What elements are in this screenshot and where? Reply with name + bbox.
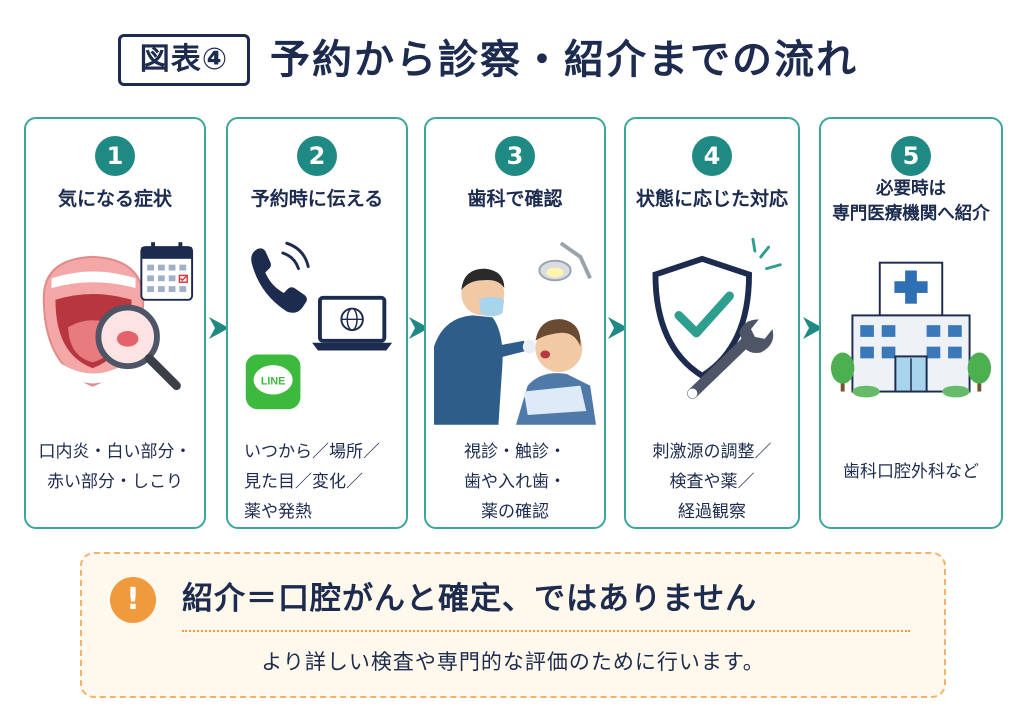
laptop-icon bbox=[312, 295, 393, 351]
mouth-examination-illustration bbox=[34, 237, 196, 427]
step-number: 5 bbox=[891, 136, 931, 176]
arrow-right-icon bbox=[801, 314, 827, 342]
exclamation-icon: ! bbox=[110, 577, 156, 623]
arrow-right-icon bbox=[407, 314, 433, 342]
care-response-illustration bbox=[634, 237, 790, 427]
notice-heading: 紹介＝口腔がんと確定、ではありません bbox=[182, 581, 758, 617]
step-title: 必要時は 専門医療機関へ紹介 bbox=[832, 179, 990, 224]
step-description: いつから／場所／ 見た目／変化／ 薬や発熱 bbox=[244, 442, 380, 522]
sparkle-icon bbox=[751, 237, 782, 271]
line-app-icon: LINE bbox=[245, 354, 301, 410]
arrow-right-icon bbox=[207, 314, 233, 342]
header: 図表④ 予約から診察・紹介までの流れ bbox=[0, 22, 1024, 92]
step-number: 2 bbox=[297, 136, 337, 176]
notice-text: より詳しい検査や専門的な評価のために行います。 bbox=[261, 650, 765, 674]
step-card-2: 2 予約時に伝える LINE いつから／場所／ 見た目／変化／ bbox=[226, 117, 408, 529]
dentist-exam-illustration bbox=[434, 237, 596, 427]
step-card-1: 1 気になる症状 bbox=[24, 117, 206, 529]
step-title: 気になる症状 bbox=[57, 188, 172, 210]
step-description: 口内炎・白い部分・ 赤い部分・しこり bbox=[38, 442, 192, 492]
hospital-illustration bbox=[829, 237, 993, 427]
patient-figure bbox=[515, 319, 596, 425]
figure-label: 図表④ bbox=[118, 34, 250, 86]
step-card-4: 4 状態に応じた対応 刺激源の調整／ 検査や薬／ 経過観察 bbox=[624, 117, 800, 529]
dental-lamp-icon bbox=[538, 241, 592, 282]
step-description: 視診・触診・ 歯や入れ歯・ 薬の確認 bbox=[464, 442, 566, 522]
phone-icon bbox=[251, 241, 310, 313]
dentist-figure bbox=[434, 268, 537, 425]
calendar-icon bbox=[140, 242, 194, 301]
contact-methods-illustration: LINE bbox=[236, 237, 398, 427]
divider bbox=[182, 630, 910, 632]
step-card-3: 3 歯科で確認 bbox=[424, 117, 606, 529]
notice-box: ! 紹介＝口腔がんと確定、ではありません より詳しい検査や専門的な評価のために行… bbox=[80, 552, 946, 698]
magnifier-icon bbox=[95, 304, 181, 391]
arrow-right-icon bbox=[606, 314, 632, 342]
step-number: 4 bbox=[692, 136, 732, 176]
step-description: 刺激源の調整／ 検査や薬／ 経過観察 bbox=[652, 442, 772, 522]
step-title: 歯科で確認 bbox=[467, 188, 563, 210]
tree-icon bbox=[830, 352, 992, 398]
step-description: 歯科口腔外科など bbox=[843, 462, 979, 482]
wrench-icon bbox=[687, 319, 774, 399]
svg-text:LINE: LINE bbox=[261, 376, 285, 388]
page-title: 予約から診察・紹介までの流れ bbox=[270, 37, 858, 83]
step-card-5: 5 必要時は 専門医療機関へ紹介 bbox=[819, 117, 1003, 529]
step-number: 1 bbox=[95, 136, 135, 176]
step-number: 3 bbox=[495, 136, 535, 176]
step-title: 状態に応じた対応 bbox=[635, 188, 788, 210]
shield-check-icon bbox=[652, 255, 752, 380]
hospital-icon bbox=[851, 261, 971, 393]
step-title: 予約時に伝える bbox=[250, 188, 384, 210]
